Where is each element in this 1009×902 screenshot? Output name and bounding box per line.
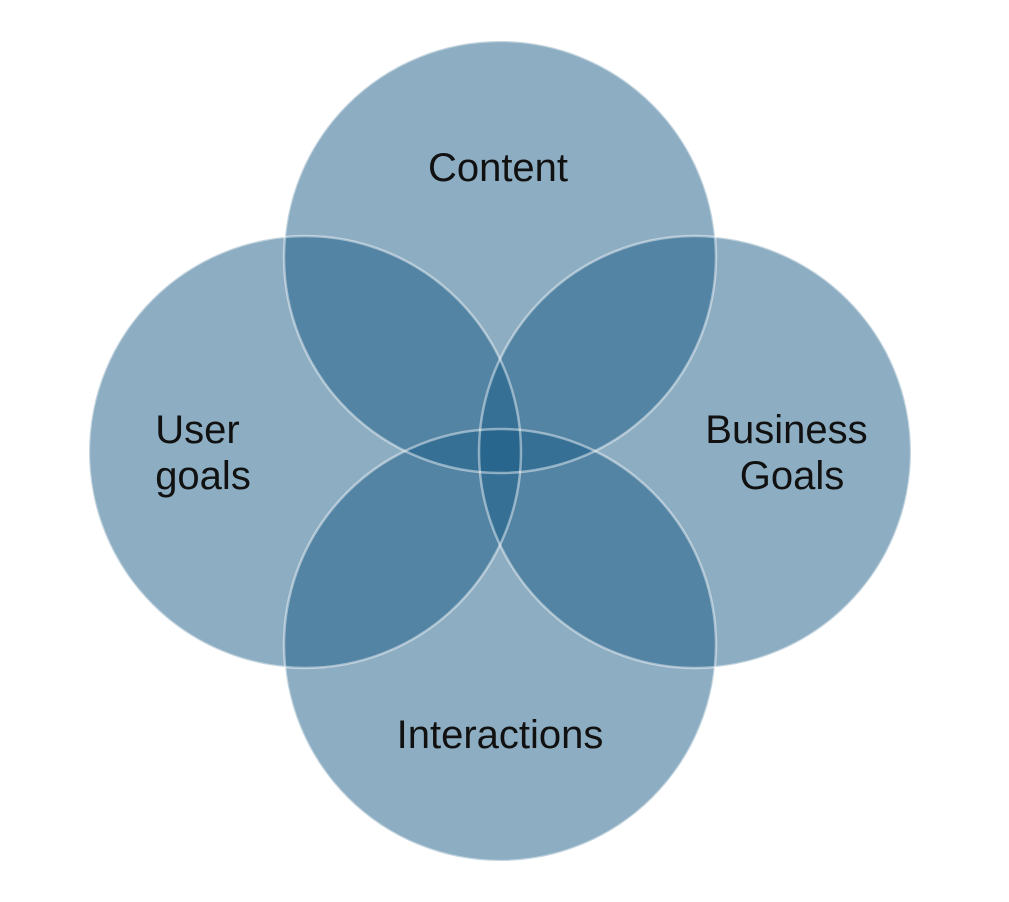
- label-user-goals-line1: User: [155, 408, 239, 452]
- label-user-goals-line2: goals: [155, 454, 251, 498]
- label-business-goals: Business Goals: [705, 408, 878, 498]
- label-business-goals-line1: Business: [705, 408, 867, 452]
- circle-business-goals-outline: [477, 234, 913, 670]
- circle-fills: [89, 41, 911, 861]
- circle-outlines: [87, 39, 913, 863]
- circle-content-outline: [282, 39, 718, 475]
- circle-interactions-outline: [282, 427, 718, 863]
- labels: Content User goals Business Goals Intera…: [155, 146, 878, 757]
- circle-interactions: [284, 429, 716, 861]
- label-content: Content: [428, 146, 568, 190]
- label-business-goals-line2: Goals: [740, 454, 845, 498]
- circle-user-goals-outline: [87, 234, 523, 670]
- label-interactions: Interactions: [397, 713, 604, 757]
- label-user-goals: User goals: [155, 408, 251, 498]
